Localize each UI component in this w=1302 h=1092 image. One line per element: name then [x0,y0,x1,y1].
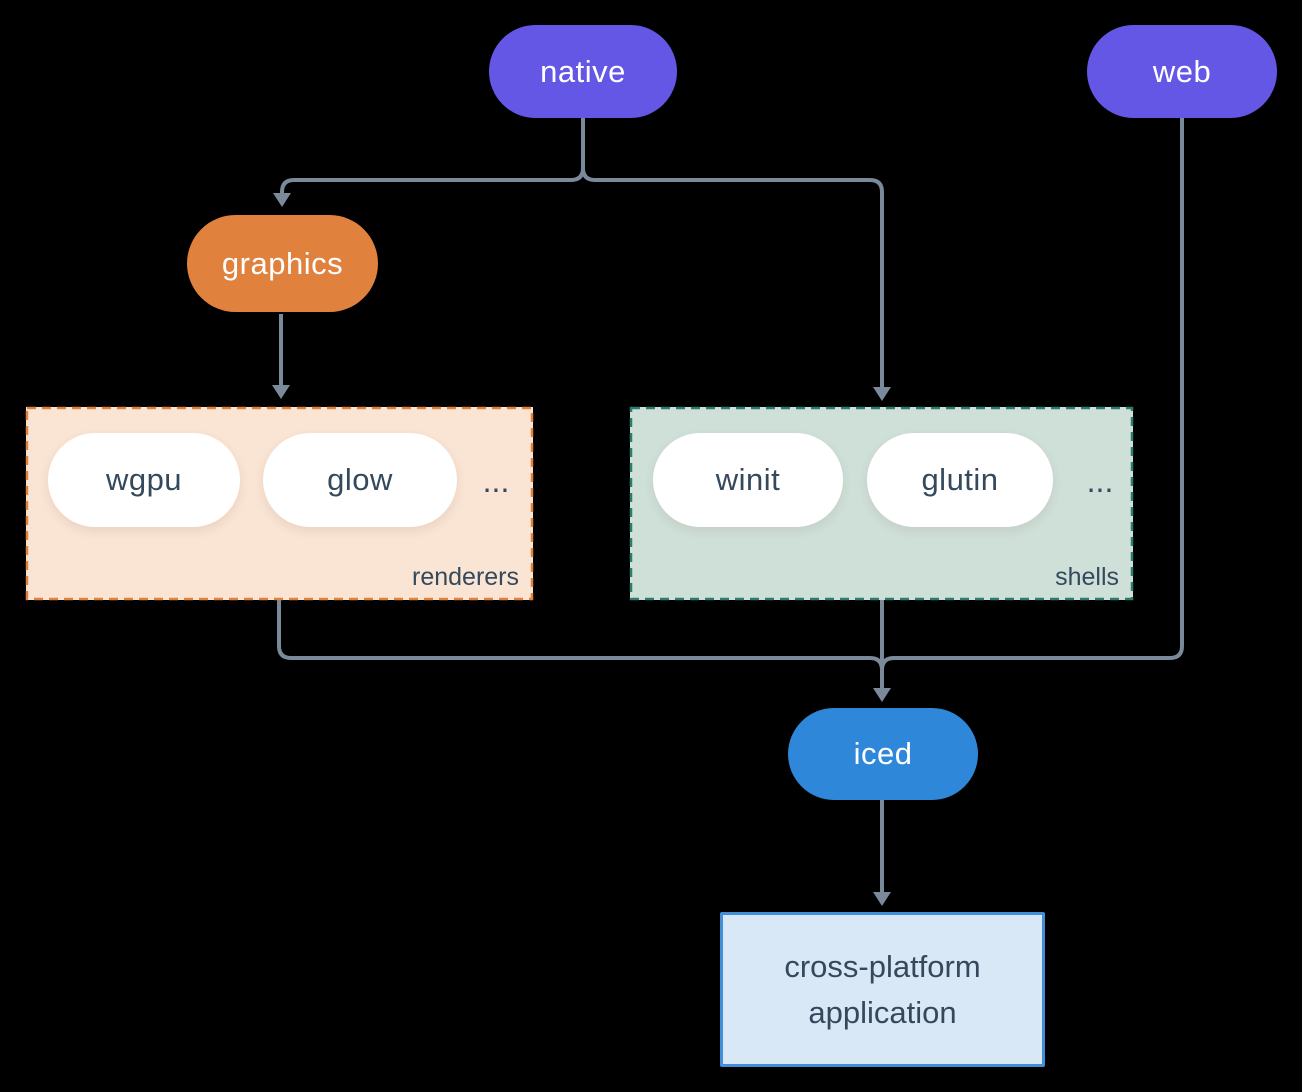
node-web: web [1087,25,1277,118]
node-native: native [489,25,677,118]
node-glow-label: glow [327,462,393,497]
connector-native-to-shells [581,118,884,387]
arrowhead-native-to-shells [873,387,891,401]
arrowhead-into-iced [873,688,891,702]
group-renderers: wgpu glow ... renderers [26,407,533,600]
shells-group-label: shells [1055,563,1119,591]
arrowhead-iced-to-application [873,892,891,906]
node-web-label: web [1152,53,1212,89]
node-wgpu: wgpu [48,433,240,527]
arrowhead-graphics-to-renderers [272,385,290,399]
node-glutin: glutin [867,433,1053,527]
arrowhead-native-to-graphics [273,193,291,207]
group-shells: winit glutin ... shells [630,407,1133,600]
connector-native-to-graphics [280,118,585,193]
renderers-group-label: renderers [412,563,519,591]
node-cross-platform-application: cross-platform application [720,912,1045,1067]
node-glutin-label: glutin [921,462,999,497]
shells-ellipsis: ... [1086,463,1114,499]
connector-renderers-to-iced [277,600,884,671]
application-label-line2: application [808,994,957,1030]
node-wgpu-label: wgpu [105,462,183,497]
node-iced-label: iced [853,736,913,771]
node-native-label: native [540,53,626,89]
node-winit: winit [653,433,843,527]
node-iced: iced [788,708,978,800]
node-graphics-label: graphics [221,245,344,281]
node-glow: glow [263,433,457,527]
renderers-ellipsis: ... [482,463,510,499]
application-label-line1: cross-platform [784,948,981,984]
node-winit-label: winit [715,462,781,497]
node-graphics: graphics [187,215,378,312]
